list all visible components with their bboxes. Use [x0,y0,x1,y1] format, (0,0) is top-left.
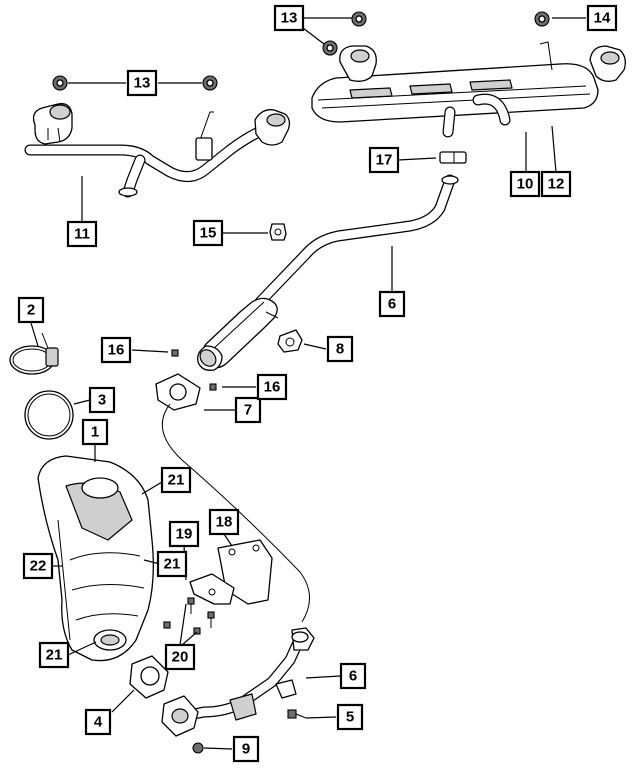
isolator-part-14 [534,11,550,27]
bolts-part-20 [163,597,215,635]
svg-text:21: 21 [164,556,181,573]
svg-text:20: 20 [172,649,189,666]
callout-12: 12 [540,170,572,198]
callout-20: 20 [164,643,196,671]
svg-text:16: 16 [108,342,125,359]
svg-text:21: 21 [168,472,185,489]
intermediate-pipe-part-6 [197,174,459,371]
svg-text:3: 3 [98,392,106,409]
callout-5: 5 [336,703,364,731]
callout-13-left: 13 [126,69,158,97]
callout-21-middle: 21 [156,550,188,578]
svg-text:15: 15 [200,225,217,242]
nut-part-9 [192,742,204,754]
gasket-part-4 [129,655,169,699]
callout-11: 11 [66,220,98,248]
svg-text:1: 1 [91,424,99,441]
callout-10: 10 [509,170,541,198]
gasket-part-7 [155,373,201,411]
callout-3: 3 [88,386,116,414]
routing-line [161,403,310,623]
catalytic-converter-part-1 [37,455,154,662]
callout-15: 15 [192,219,224,247]
svg-text:7: 7 [244,402,252,419]
exhaust-pipe-assembly-part-11 [24,103,291,198]
svg-text:13: 13 [134,75,151,92]
svg-text:9: 9 [242,741,250,758]
svg-text:8: 8 [336,341,344,358]
nut-part-16 [171,349,217,391]
front-pipe-part-6 [161,627,315,737]
svg-text:21: 21 [46,647,63,664]
callout-1: 1 [81,418,109,446]
svg-text:22: 22 [30,558,47,575]
band-clamp-part-2 [9,332,59,375]
isolator-part-13-left [52,75,218,91]
callout-6-lower: 6 [339,662,367,690]
svg-text:6: 6 [349,668,357,685]
callout-14: 14 [586,4,618,32]
callout-19: 19 [168,520,200,548]
callout-17: 17 [368,146,400,174]
callout-18: 18 [208,508,240,536]
svg-text:18: 18 [216,514,233,531]
svg-text:6: 6 [388,296,396,313]
callout-16-left: 16 [100,336,132,364]
svg-text:11: 11 [74,226,90,243]
svg-text:17: 17 [376,152,393,169]
clamp-part-17 [439,151,467,164]
svg-text:5: 5 [346,709,354,726]
leader-lines [30,17,586,750]
bracket-part-19 [189,573,235,605]
svg-text:12: 12 [548,176,565,193]
svg-text:13: 13 [281,10,298,27]
callout-4: 4 [84,708,112,736]
isolator-part-13-right [322,11,367,56]
callout-21-top: 21 [160,466,192,494]
svg-text:16: 16 [264,379,281,396]
gasket-ring-part-3 [24,390,74,440]
svg-text:4: 4 [94,714,103,731]
callout-16-right: 16 [256,373,288,401]
muffler-part-10-12 [311,41,626,138]
callout-9: 9 [232,735,260,763]
hanger-part-15 [269,223,287,241]
hanger-bracket-part-8 [277,329,303,353]
callout-22: 22 [22,552,54,580]
bolt-part-5 [287,709,307,719]
svg-text:19: 19 [176,526,193,543]
callout-7: 7 [234,396,262,424]
svg-text:2: 2 [27,302,35,319]
callout-21-bottom: 21 [38,641,70,669]
callout-6-upper: 6 [378,290,406,318]
callout-8: 8 [326,335,354,363]
callout-2: 2 [17,296,45,324]
svg-text:14: 14 [594,10,611,27]
callout-13-upper: 13 [273,4,305,32]
svg-text:10: 10 [517,176,534,193]
